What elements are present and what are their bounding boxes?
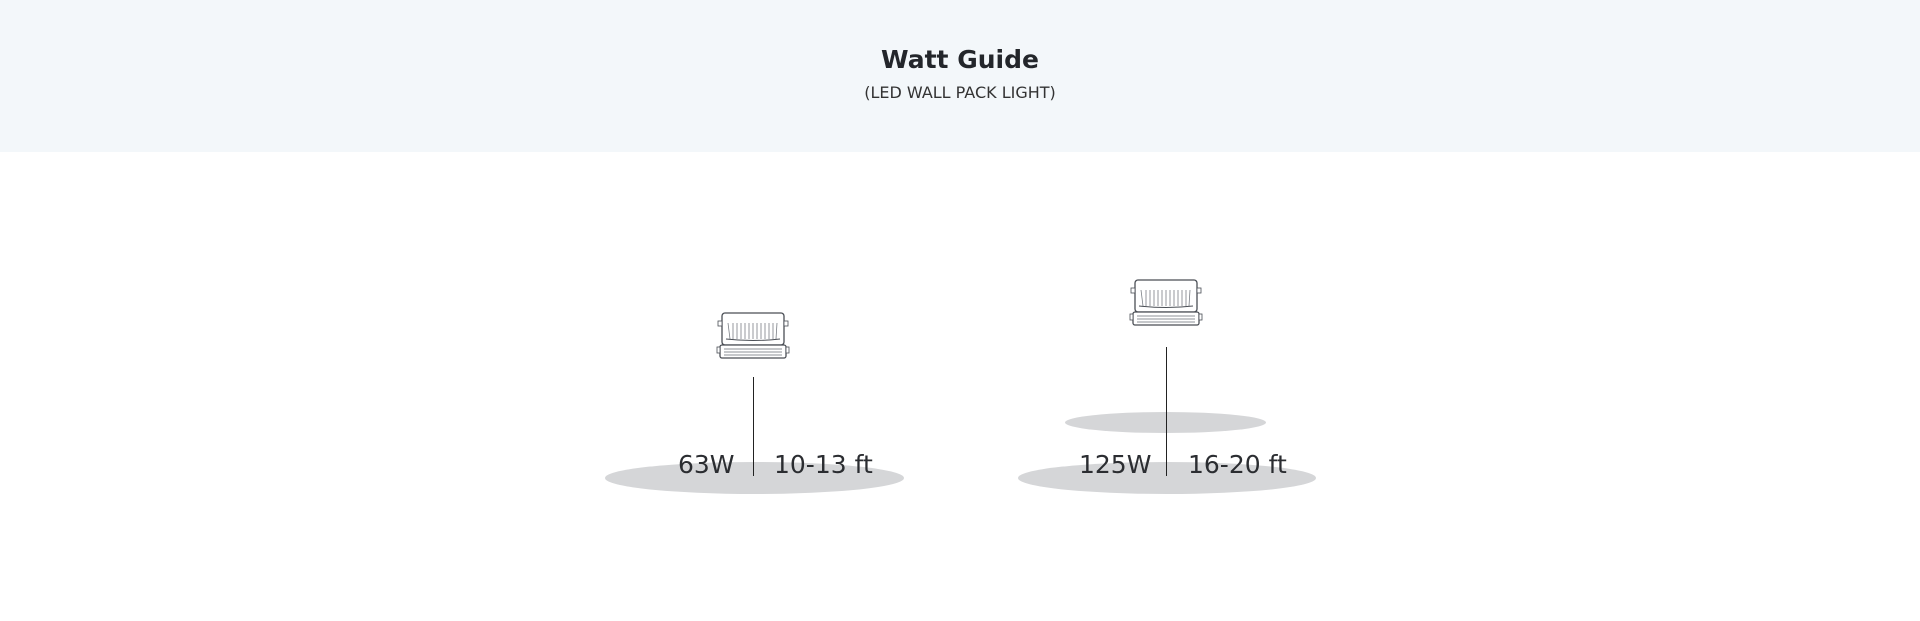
wall-pack-light-icon — [1129, 279, 1203, 326]
header: Watt Guide (LED WALL PACK LIGHT) — [0, 0, 1920, 152]
mounting-height-label: 16-20 ft — [1188, 450, 1287, 479]
wattage-label: 63W — [678, 450, 735, 479]
page-subtitle: (LED WALL PACK LIGHT) — [864, 83, 1056, 102]
light-pool — [1018, 462, 1316, 494]
wall-pack-light-icon — [716, 312, 790, 359]
light-pool — [605, 462, 904, 494]
page-title: Watt Guide — [881, 45, 1039, 74]
mounting-height-label: 10-13 ft — [774, 450, 873, 479]
wattage-label: 125W — [1079, 450, 1152, 479]
light-pool-upper — [1065, 412, 1266, 433]
divider-line — [753, 377, 754, 476]
divider-line — [1166, 347, 1167, 476]
